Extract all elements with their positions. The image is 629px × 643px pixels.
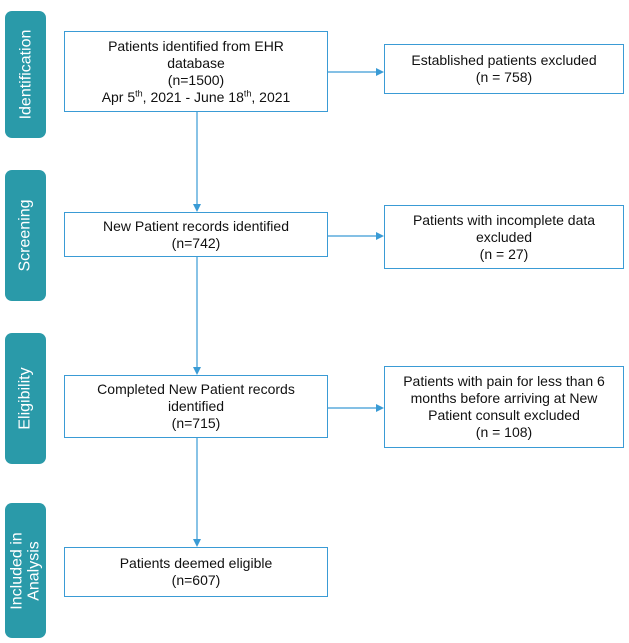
box-new-patient-records-line1: New Patient records identified (103, 217, 289, 234)
arrowhead-established-excluded (376, 68, 384, 76)
stage-analysis-tab: Included in Analysis (5, 503, 46, 638)
date-part2: , 2021 - June 18 (142, 88, 244, 105)
box-incomplete-data-excluded-line1: Patients with incomplete data (412, 211, 596, 228)
box-established-excluded-line1: Established patients excluded (411, 52, 597, 68)
box-pain-duration-excluded-count: (n = 108) (475, 424, 533, 440)
box-completed-records-count: (n=715) (171, 415, 221, 431)
box-incomplete-data-excluded-count: (n = 27) (479, 245, 529, 262)
stage-screening-tab: Screening (5, 170, 46, 301)
box-patients-eligible-line1: Patients deemed eligible (119, 555, 273, 571)
date-part1: Apr 5 (101, 88, 136, 105)
date-part3: , 2021 (251, 88, 291, 105)
box-completed-records-line1: Completed New Patient records (97, 381, 295, 397)
box-new-patient-records-count: (n=742) (171, 234, 221, 251)
box-pain-duration-excluded-line2: months before arriving at New (410, 390, 598, 406)
box-patients-identified: Patients identified from EHR database (n… (64, 31, 328, 112)
box-patients-eligible-count: (n=607) (171, 572, 221, 588)
stage-identification-tab: Identification (5, 11, 46, 138)
arrowhead-incomplete-excluded (376, 232, 384, 240)
date-sup1: th (135, 87, 143, 98)
box-established-excluded-count: (n = 758) (475, 69, 533, 85)
box-incomplete-data-excluded-line2: excluded (475, 228, 533, 245)
stage-identification-label: Identification (17, 29, 34, 120)
box-completed-records: Completed New Patient records identified… (64, 375, 328, 438)
box-new-patient-records: New Patient records identified (n=742) (64, 212, 328, 257)
stage-eligibility-tab: Eligibility (5, 333, 46, 464)
box-patients-identified-line2: database (167, 54, 225, 71)
box-patients-identified-count: (n=1500) (167, 71, 225, 88)
box-patients-identified-line1: Patients identified from EHR (108, 37, 284, 54)
stage-analysis-label-line2: Analysis (25, 540, 43, 601)
box-pain-duration-excluded-line3: Patient consult excluded (428, 407, 580, 423)
stage-eligibility-label: Eligibility (17, 367, 34, 430)
date-sup2: th (243, 87, 252, 98)
arrowhead-pain-excluded (376, 404, 384, 412)
stage-analysis-label-line1: Included in (8, 531, 26, 610)
arrowhead-screening (193, 204, 201, 212)
box-established-excluded: Established patients excluded (n = 758) (384, 44, 624, 94)
box-completed-records-line2: identified (167, 398, 225, 414)
box-pain-duration-excluded: Patients with pain for less than 6 month… (384, 366, 624, 448)
stage-screening-label: Screening (17, 199, 35, 272)
stage-analysis-label: Included in Analysis (9, 532, 43, 609)
arrowhead-analysis (193, 539, 201, 547)
box-patients-eligible: Patients deemed eligible (n=607) (64, 547, 328, 597)
box-incomplete-data-excluded: Patients with incomplete data excluded (… (384, 205, 624, 269)
box-patients-identified-date-range: Apr 5th, 2021 - June 18th, 2021 (101, 87, 291, 106)
box-pain-duration-excluded-line1: Patients with pain for less than 6 (403, 373, 605, 389)
arrowhead-eligibility (193, 367, 201, 375)
